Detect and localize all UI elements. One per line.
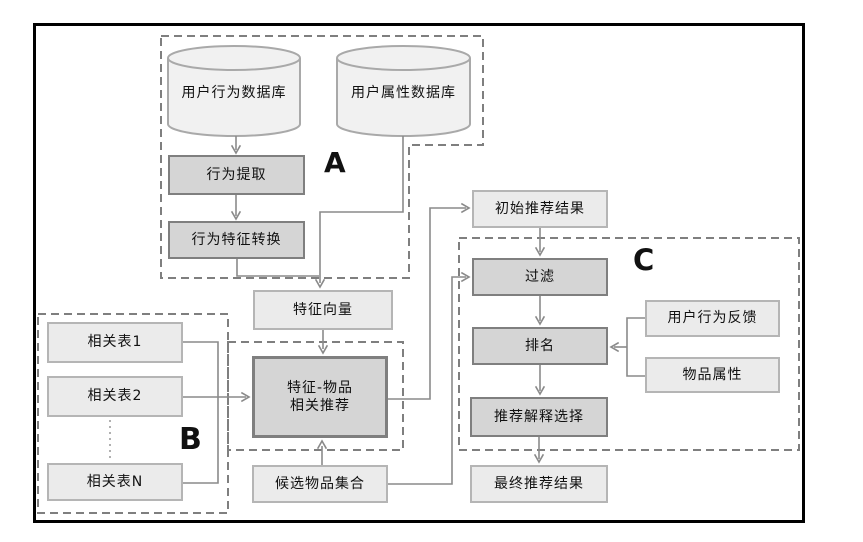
group-c-outline <box>458 237 800 451</box>
node-behavior-extraction: 行为提取 <box>168 155 305 195</box>
edge-core-initial <box>388 207 466 400</box>
core-dashed-outline <box>227 341 404 451</box>
edge-feedback-bracket <box>626 317 645 377</box>
node-related-table-2: 相关表2 <box>47 376 183 417</box>
node-feature-item-recommend-line2: 相关推荐 <box>290 398 350 414</box>
node-explanation-selection: 推荐解释选择 <box>470 397 608 437</box>
edge-candidates-filter <box>388 276 466 485</box>
node-initial-result: 初始推荐结果 <box>472 190 608 228</box>
arrowheads <box>230 144 620 464</box>
group-b-label: B <box>179 422 202 457</box>
group-a-label: A <box>324 146 346 179</box>
node-candidate-item-set: 候选物品集合 <box>252 465 388 503</box>
node-user-behavior-feedback: 用户行为反馈 <box>645 300 780 337</box>
database-user-attribute-shape <box>336 45 471 137</box>
node-related-table-1: 相关表1 <box>47 322 183 363</box>
node-final-result: 最终推荐结果 <box>470 465 608 503</box>
database-user-attribute-label: 用户属性数据库 <box>351 84 456 101</box>
node-behavior-feature-transform: 行为特征转换 <box>168 221 305 259</box>
node-item-attribute: 物品属性 <box>645 357 780 393</box>
node-feature-item-recommend-line1: 特征-物品 <box>286 379 354 396</box>
group-c-label: C <box>633 243 655 277</box>
connector-lines <box>183 136 645 485</box>
node-feature-item-recommend: 特征-物品 相关推荐 <box>252 356 388 438</box>
node-feature-vector: 特征向量 <box>253 290 393 330</box>
node-related-table-n: 相关表N <box>47 463 183 501</box>
node-filter: 过滤 <box>472 258 608 296</box>
edge-attrdb-featurevector <box>319 136 404 283</box>
database-user-behavior-shape <box>167 45 301 137</box>
database-user-behavior-label: 用户行为数据库 <box>181 84 287 101</box>
node-ranking: 排名 <box>472 327 608 365</box>
outer-frame <box>33 23 805 523</box>
group-a-outline <box>160 35 484 279</box>
edge-tables-bus <box>183 341 219 484</box>
edge-transform-featurevector <box>236 259 319 277</box>
